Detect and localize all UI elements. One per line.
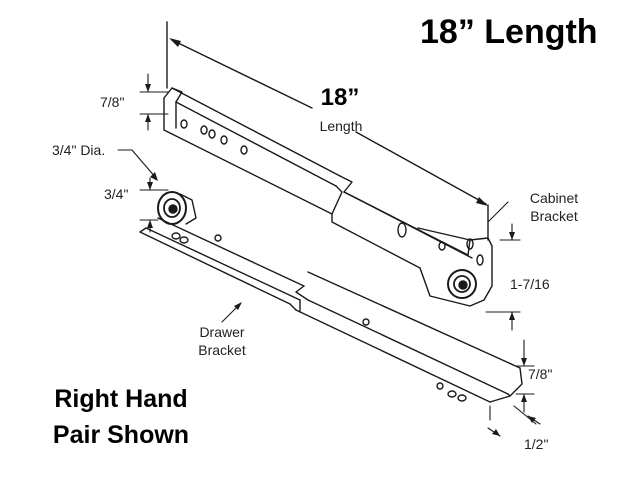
note-line2: Pair Shown [52, 421, 190, 449]
cabinet-bracket-label-line1: Cabinet [529, 190, 579, 206]
page-title: 18” Length [420, 13, 598, 51]
length-value-label: 18” [320, 84, 360, 111]
drawer-bracket [139, 191, 523, 403]
cabinet-bracket-label-line2: Bracket [530, 208, 578, 224]
drawer-width-label: 1/2" [524, 436, 549, 452]
length-word-label: Length [319, 118, 363, 134]
dimension-markers [117, 73, 541, 437]
drawer-bracket-label-line2: Bracket [198, 342, 246, 358]
cabinet-height-label: 1-7/16 [510, 276, 550, 292]
top-gap-label: 7/8" [100, 94, 125, 110]
wheel-diameter-label: 3/4" Dia. [52, 142, 106, 158]
wheel-height-label: 3/4" [104, 186, 129, 202]
cabinet-bracket [163, 87, 493, 307]
note-line1: Right Hand [54, 385, 188, 413]
length-dimension [166, 21, 489, 241]
drawer-bracket-label-line1: Drawer [199, 324, 245, 340]
drawer-flange-label: 7/8" [528, 366, 553, 382]
